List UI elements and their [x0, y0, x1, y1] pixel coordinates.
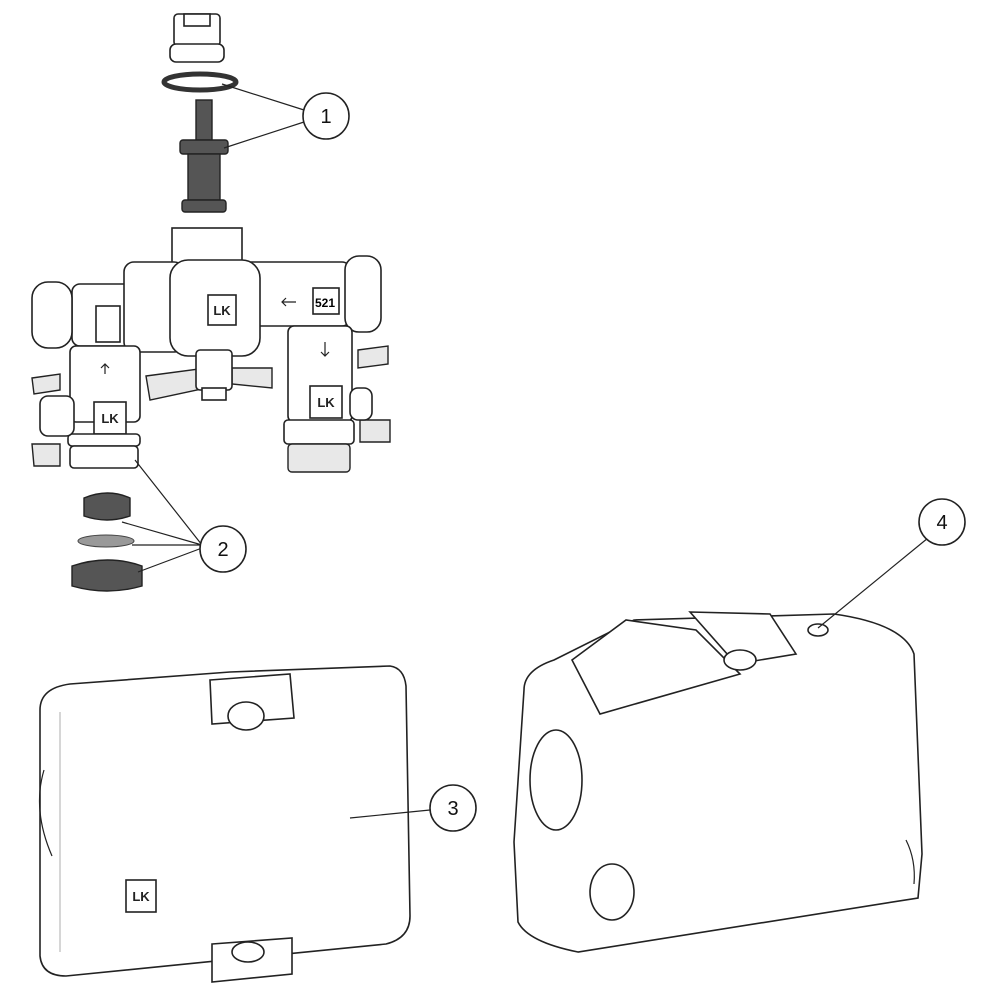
union-nut [71, 559, 143, 592]
svg-text:4: 4 [936, 512, 947, 534]
right-ball-valve: LK [283, 325, 391, 473]
callout-4: 4 [918, 498, 966, 546]
leader-lines [121, 83, 929, 819]
lk-logo: LK [309, 385, 343, 419]
top-plug [169, 13, 225, 63]
end-cap [83, 492, 131, 521]
o-ring [161, 71, 239, 93]
lk-logo: LK [125, 879, 157, 913]
callout-3: 3 [429, 784, 477, 832]
insulation-cover-rear [513, 611, 923, 953]
callout-2: 2 [199, 525, 247, 573]
valve-marking: 521 [315, 296, 335, 310]
svg-text:2: 2 [217, 539, 228, 561]
svg-text:3: 3 [447, 798, 458, 820]
flow-insert [179, 99, 229, 213]
svg-text:LK: LK [101, 411, 119, 426]
svg-text:1: 1 [320, 106, 331, 128]
left-ball-valve: LK [31, 345, 141, 469]
valve-body: LK 521 [31, 227, 382, 401]
insulation-cover-front: LK [38, 665, 411, 983]
gasket [77, 534, 135, 548]
svg-text:LK: LK [132, 889, 150, 904]
svg-text:LK: LK [213, 303, 231, 318]
callout-1: 1 [302, 92, 350, 140]
lk-logo: LK [93, 401, 127, 435]
lk-logo: LK [207, 294, 237, 326]
svg-text:LK: LK [317, 395, 335, 410]
